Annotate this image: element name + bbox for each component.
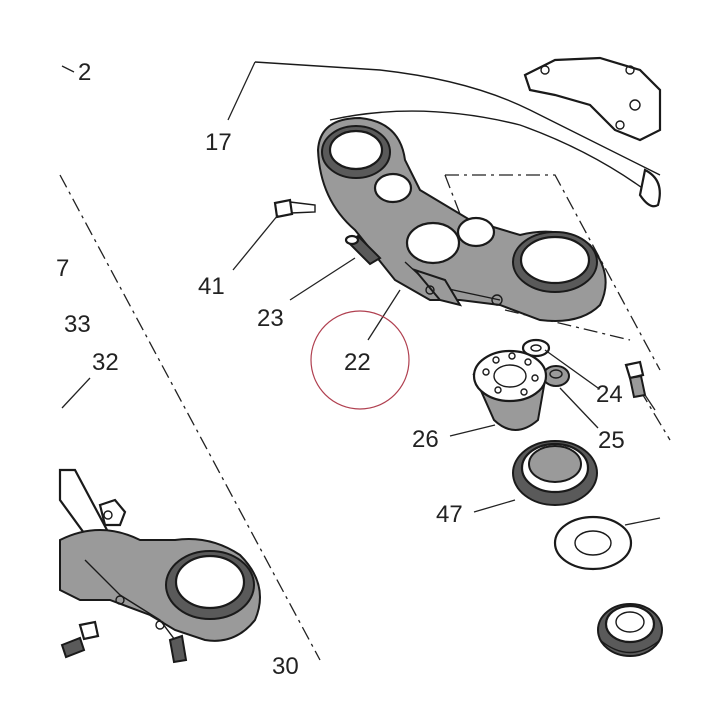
dust-seal bbox=[512, 440, 598, 506]
leader-lines bbox=[61, 61, 661, 526]
callout-17: 17 bbox=[205, 129, 232, 156]
lower-triple-clamp bbox=[58, 468, 261, 664]
callout-32: 32 bbox=[92, 349, 119, 376]
callout-41: 41 bbox=[198, 273, 225, 300]
steering-stem-nut bbox=[472, 349, 548, 431]
callout-7: 7 bbox=[56, 255, 69, 282]
upper-bracket bbox=[523, 56, 662, 142]
callout-33: 33 bbox=[64, 311, 91, 338]
callout-26: 26 bbox=[412, 426, 439, 453]
bolt-23 bbox=[344, 234, 382, 266]
callout-labels: 2 17 41 23 22 7 33 32 24 26 25 47 30 bbox=[56, 59, 625, 680]
bolt-41 bbox=[273, 198, 316, 219]
callout-30: 30 bbox=[272, 653, 299, 680]
callout-24: 24 bbox=[596, 381, 623, 408]
steering-bearing bbox=[597, 603, 663, 657]
callout-2: 2 bbox=[78, 59, 91, 86]
handlebar bbox=[254, 61, 661, 208]
bearing-washer bbox=[553, 515, 633, 571]
callout-22: 22 bbox=[344, 349, 371, 376]
bolt-right bbox=[624, 360, 647, 399]
callout-23: 23 bbox=[257, 305, 284, 332]
callout-47: 47 bbox=[436, 501, 463, 528]
washer-24 bbox=[521, 338, 551, 358]
callout-highlight-circle bbox=[310, 310, 410, 410]
top-triple-clamp bbox=[316, 116, 607, 322]
callout-25: 25 bbox=[598, 427, 625, 454]
